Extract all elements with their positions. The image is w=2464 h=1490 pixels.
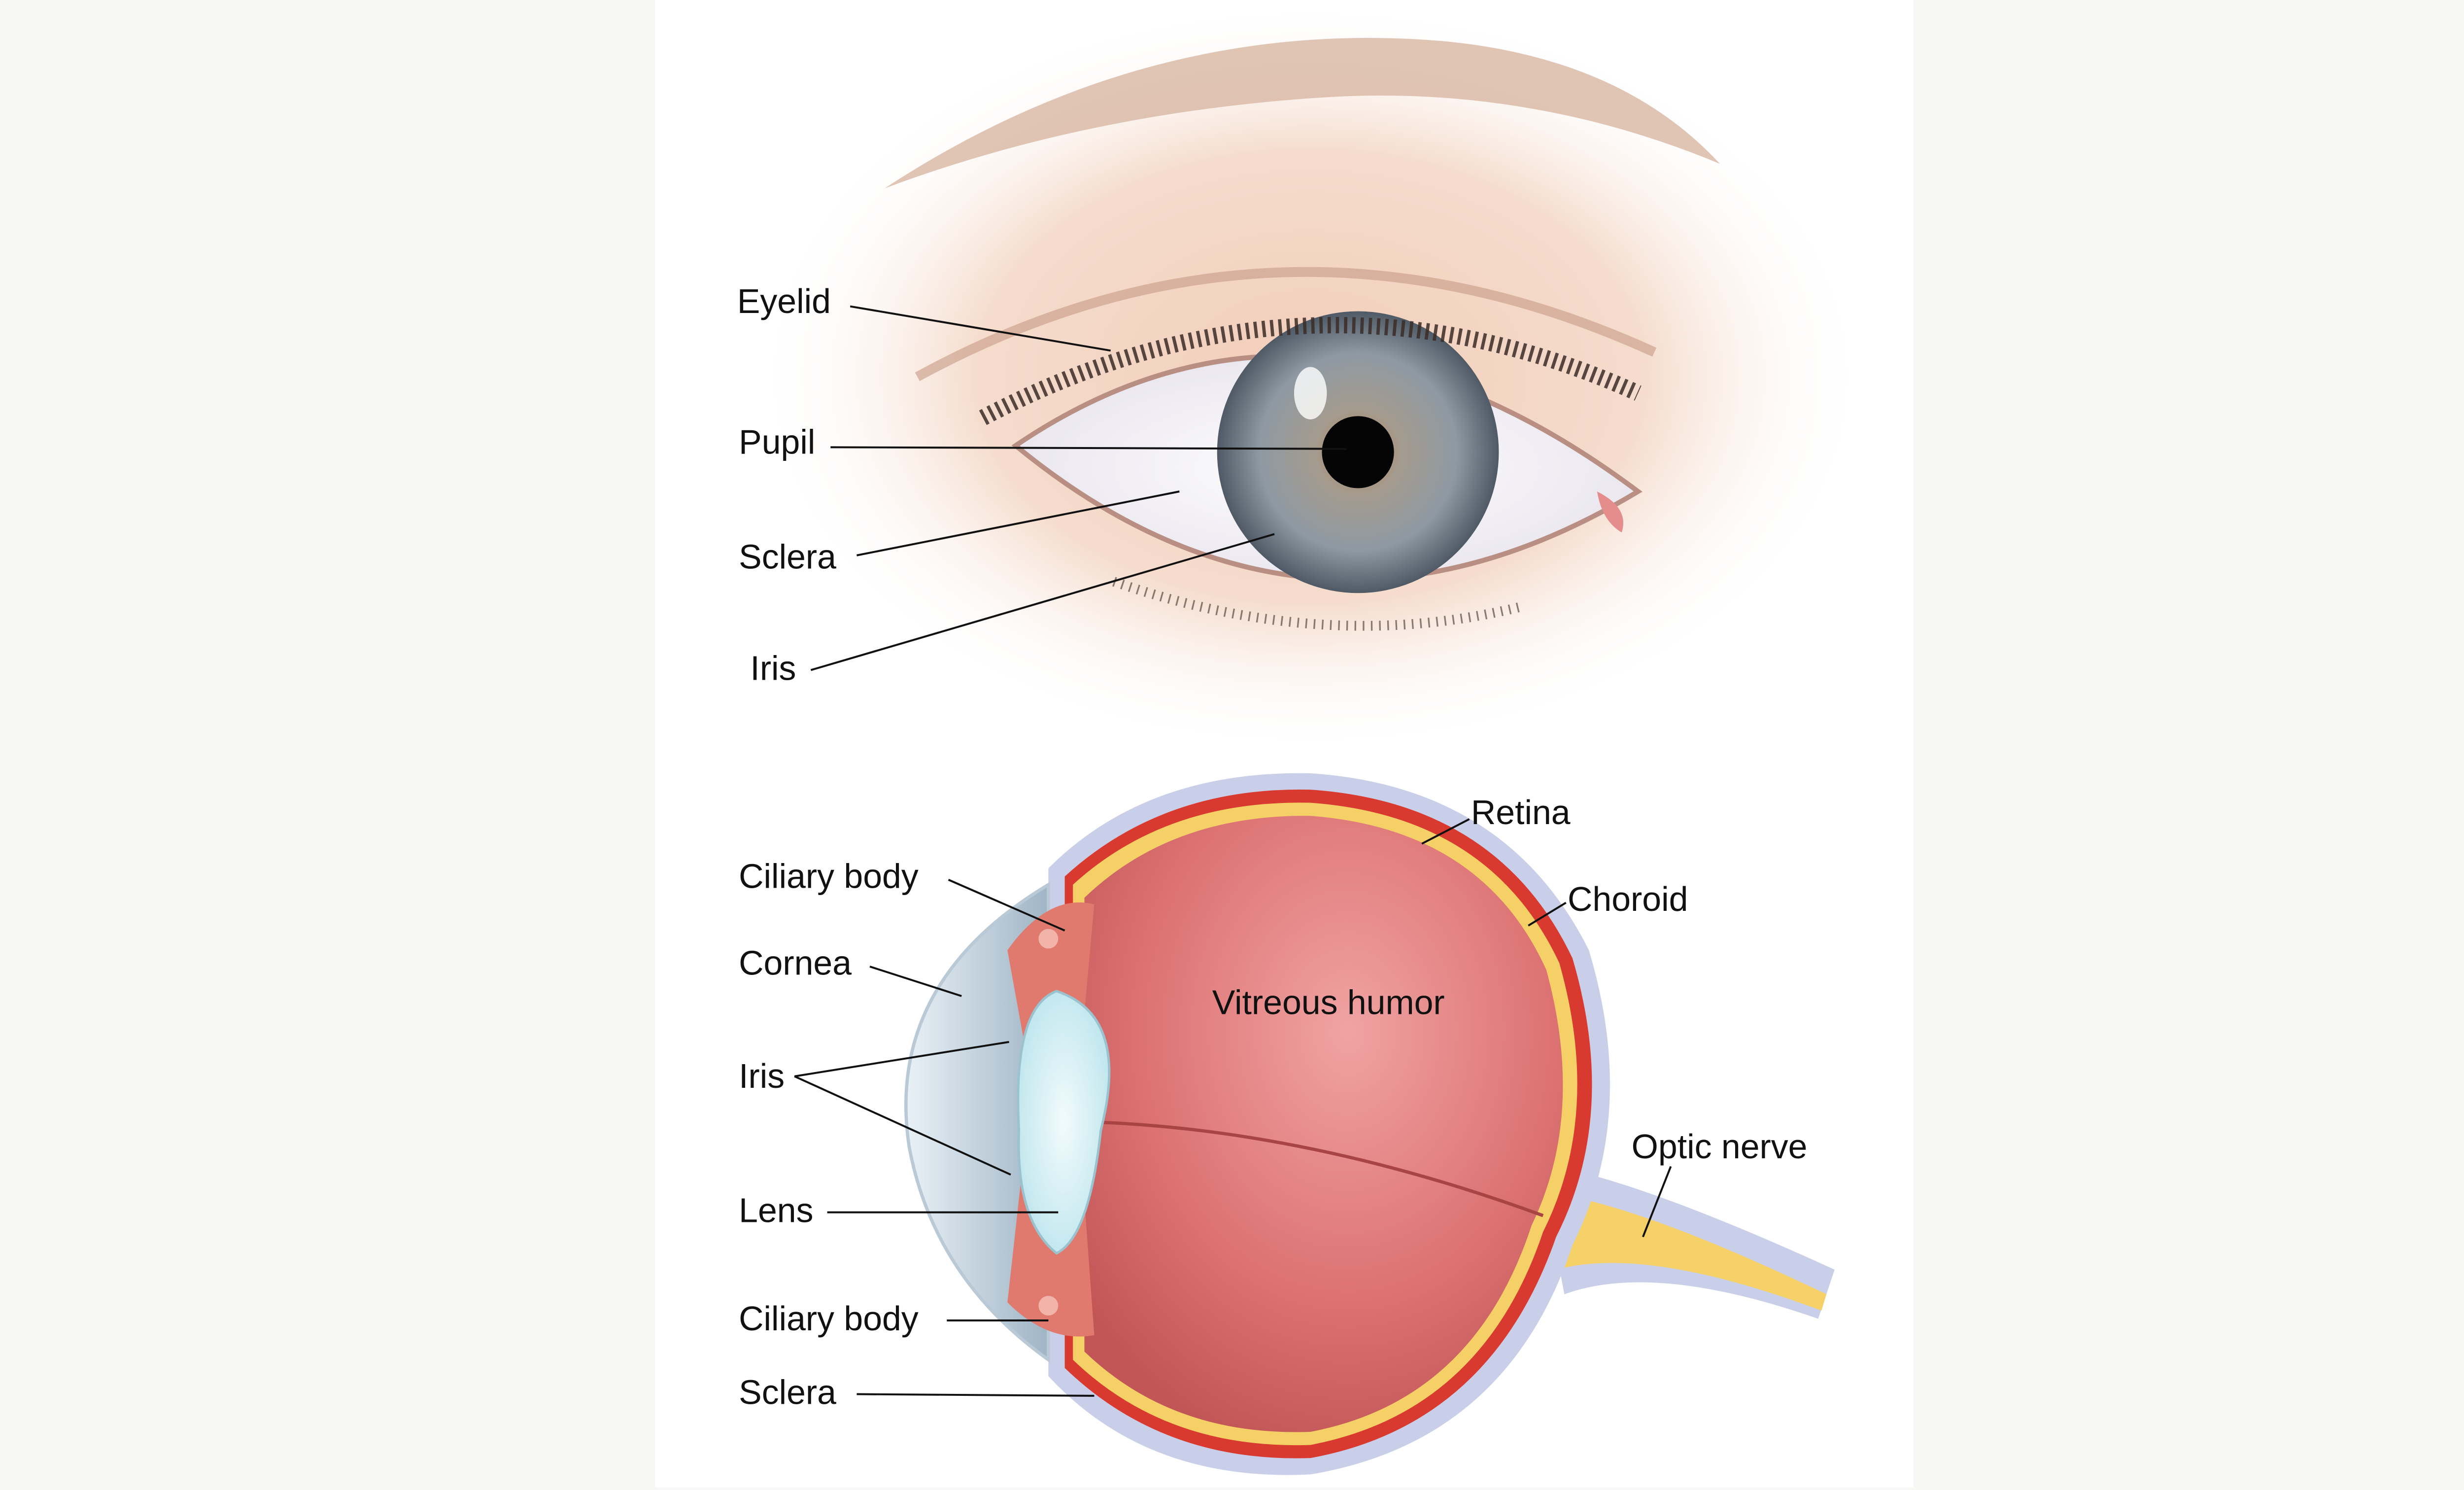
leader-pupil (830, 446, 1347, 450)
leader-iris (810, 533, 1275, 671)
leader-retina (1421, 818, 1470, 845)
label-cornea: Cornea (739, 944, 852, 982)
label-vitreous-humor: Vitreous humor (1212, 983, 1445, 1021)
label-lens: Lens (739, 1191, 813, 1230)
eyebrow (884, 37, 1720, 189)
leader-sclera (856, 490, 1180, 556)
leader-iris-section-bottom (794, 1075, 1011, 1176)
cross-section-labels: Ciliary body Cornea Iris Lens Ciliary bo… (739, 793, 1807, 1412)
eye-cross-section (904, 773, 1835, 1475)
leader-choroid (1528, 901, 1567, 927)
leader-eyelid (850, 305, 1111, 352)
label-choroid: Choroid (1568, 880, 1688, 918)
tear-duct (1597, 491, 1624, 533)
vitreous-body (1084, 816, 1563, 1432)
label-optic-nerve: Optic nerve (1632, 1127, 1808, 1166)
label-retina: Retina (1471, 793, 1571, 832)
leader-optic-nerve (1642, 1166, 1672, 1238)
lower-lashes (1112, 577, 1525, 631)
external-eye (753, 0, 1868, 754)
eyelid-crease (915, 267, 1657, 381)
label-eyelid: Eyelid (737, 282, 831, 320)
label-ciliary-body-bottom: Ciliary body (739, 1299, 919, 1338)
leader-cornea (869, 966, 962, 997)
vitreous-fold (1097, 1120, 1544, 1217)
ciliary-dots-bottom (1038, 1296, 1059, 1316)
label-sclera-section: Sclera (739, 1373, 836, 1411)
leader-ciliary-body-top (948, 879, 1065, 932)
external-eye-labels: Eyelid Pupil Sclera Iris (737, 282, 1347, 687)
optic-nerve-core (1548, 1192, 1827, 1311)
iris-highlight (1294, 367, 1327, 419)
ciliary-dots-top (1038, 929, 1059, 949)
label-pupil: Pupil (739, 423, 815, 461)
upper-lashes (979, 317, 1642, 425)
label-sclera: Sclera (739, 537, 836, 576)
cornea-shape (904, 881, 1050, 1363)
label-iris: Iris (750, 649, 796, 687)
label-ciliary-body-top: Ciliary body (739, 857, 919, 895)
label-iris-section: Iris (739, 1057, 785, 1095)
leader-iris-section-top (794, 1040, 1009, 1077)
lens-shape (1017, 990, 1111, 1255)
leader-sclera-section (856, 1393, 1095, 1397)
pupil-disc (1322, 416, 1394, 488)
